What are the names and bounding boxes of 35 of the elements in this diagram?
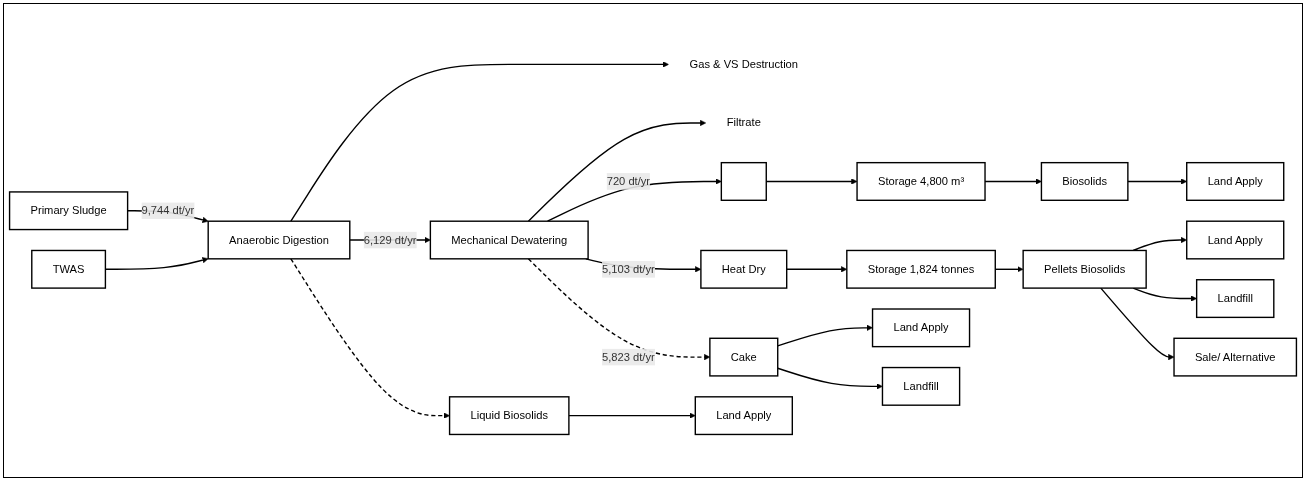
node-box: Land Apply xyxy=(694,396,793,436)
arrow xyxy=(1132,237,1187,252)
arrow xyxy=(527,120,707,223)
node-box: TWAS xyxy=(31,250,107,290)
arrow xyxy=(568,413,696,420)
node-box: Land Apply xyxy=(1186,162,1285,202)
edge-label: 5,823 dt/yr xyxy=(602,351,655,364)
node-box: Storage 4,800 m³ xyxy=(856,162,986,202)
arrow xyxy=(1127,178,1187,186)
node-text: Gas & VS Destruction xyxy=(689,58,799,71)
node-box: Storage 1,824 tonnes xyxy=(846,250,996,290)
node-box: Cake xyxy=(709,338,779,378)
arrow xyxy=(290,258,450,420)
node-box: Biosolids xyxy=(1040,162,1129,202)
arrow xyxy=(290,61,669,223)
node-box: Anaerobic Digestion xyxy=(207,221,351,260)
edge-label: 6,129 dt/yr xyxy=(363,234,417,247)
node-box: Sale/ Alternative xyxy=(1173,338,1298,378)
edge-label: 5,103 dt/yr xyxy=(602,263,655,276)
arrow xyxy=(777,368,883,390)
node-box: Liquid Biosolids xyxy=(448,396,570,436)
node-box: Primary Sludge xyxy=(8,191,129,231)
arrow xyxy=(777,325,873,348)
node-box: Land Apply xyxy=(1186,221,1285,260)
node-box: Landfill xyxy=(1195,279,1275,319)
node-box: Heat Dry xyxy=(700,250,788,290)
arrow xyxy=(1100,287,1175,361)
node-box: Land Apply xyxy=(871,308,971,348)
node-box: Pellets Biosolids xyxy=(1022,250,1147,290)
node-box: Mechanical Dewatering xyxy=(429,221,589,260)
edge-label: 720 dt/yr xyxy=(606,175,651,188)
edge-label: 9,744 dt/yr xyxy=(141,204,195,217)
node-box xyxy=(720,162,767,202)
node-text: Filtrate xyxy=(726,117,761,129)
node-box: Landfill xyxy=(881,367,961,407)
